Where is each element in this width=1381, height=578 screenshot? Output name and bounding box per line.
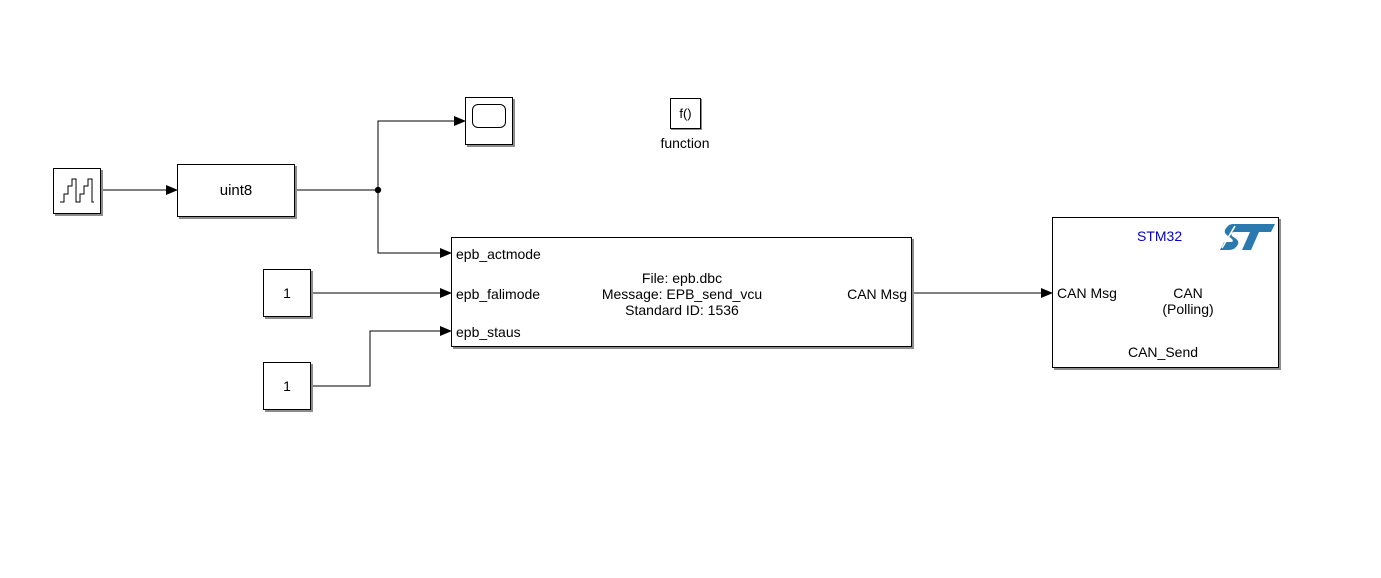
constant-value-2: 1 [283,378,291,394]
can-pack-message: Message: EPB_send_vcu [601,286,763,302]
constant-block-2[interactable]: 1 [263,362,311,410]
can-send-block[interactable]: STM32 CAN Msg CAN (Polling) CAN_Send [1052,217,1279,368]
can-pack-standard-id: Standard ID: 1536 [625,302,739,318]
branch-point [374,186,382,194]
can-pack-output-can-msg: CAN Msg [847,286,907,302]
can-send-input-can-msg: CAN Msg [1057,285,1117,301]
signal-lines [101,116,1053,387]
can-pack-input-epb-staus: epb_staus [456,324,521,340]
function-caption: function [660,135,710,151]
branch-to-scope-line[interactable] [377,116,466,190]
can-send-brand: STM32 [1137,228,1183,244]
branch-to-epb-actmode-line[interactable] [377,190,452,258]
constant2-to-epb-staus-line[interactable] [311,326,452,387]
constant-block-1[interactable]: 1 [263,269,311,317]
constant-value-1: 1 [283,285,291,301]
can-send-title-line1: CAN [1173,285,1203,301]
uint8-convert-block[interactable]: uint8 [177,164,295,217]
st-logo-icon [1220,224,1275,250]
scope-block[interactable] [465,97,513,145]
function-block[interactable]: f() [670,98,701,129]
uint8-convert-label: uint8 [219,182,253,199]
can-send-caption: CAN_Send [1127,344,1199,360]
can-pack-input-epb-falimode: epb_falimode [456,286,541,302]
function-icon-text: f() [679,106,692,121]
can-pack-block[interactable]: epb_actmode epb_falimode epb_staus CAN M… [451,237,912,347]
can-send-title-line2: (Polling) [1162,301,1214,317]
scope-screen-icon [472,104,506,128]
staircase-signal-icon [60,178,94,203]
signal-source-block[interactable] [53,168,101,214]
can-pack-file: File: epb.dbc [641,270,723,286]
can-pack-input-epb-actmode: epb_actmode [456,246,541,262]
